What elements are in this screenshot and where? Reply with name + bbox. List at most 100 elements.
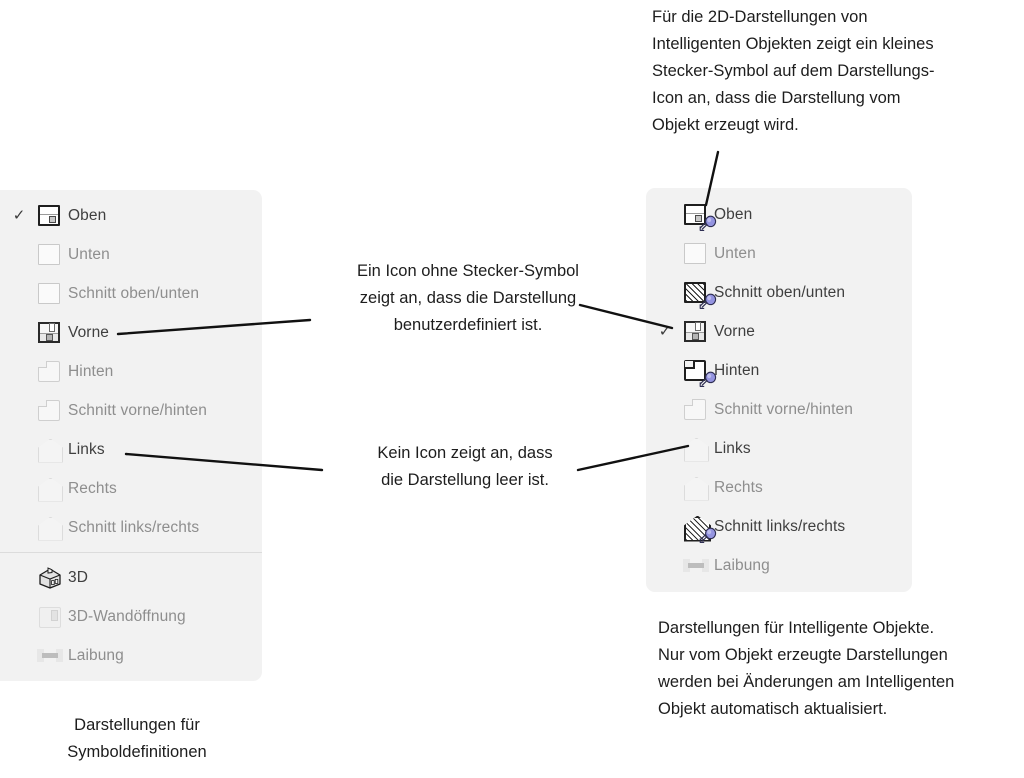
menu-item-rechts[interactable]: ✓Rechts bbox=[0, 469, 262, 508]
menu-item-icon bbox=[32, 602, 68, 632]
representations-menu-symbol-definitions[interactable]: ✓ Oben ✓Unten✓Schnitt oben/unten✓Vorne✓Hin… bbox=[0, 190, 262, 681]
annotation-bottom-left: Darstellungen für Symboldefinitionen bbox=[67, 716, 207, 761]
section-top-bottom-icon bbox=[681, 280, 717, 309]
menu-item-icon bbox=[678, 200, 717, 231]
menu-item-rechts[interactable]: ✓Rechts bbox=[646, 468, 912, 507]
menu-item-icon bbox=[32, 279, 68, 309]
menu-item-icon bbox=[678, 473, 714, 503]
menu-item-icon bbox=[32, 240, 68, 270]
elevation-front-icon bbox=[35, 320, 65, 346]
menu-item-label: Laibung bbox=[68, 646, 124, 664]
menu-item-schnitt-oben-unten[interactable]: ✓Schnitt oben/unten bbox=[646, 273, 912, 312]
menu-item-hinten[interactable]: ✓Hinten bbox=[0, 352, 262, 391]
menu-item-oben[interactable]: ✓ Oben bbox=[0, 196, 262, 235]
representations-menu-smart-objects[interactable]: ✓Oben✓Unten✓Schnitt oben/unten ✓ Vorne ✓Hin… bbox=[646, 188, 912, 592]
menu-item-label: Hinten bbox=[68, 362, 114, 380]
menu-item-schnitt-vorne-hinten[interactable]: ✓Schnitt vorne/hinten bbox=[646, 390, 912, 429]
annotation-middle-lower: Kein Icon zeigt an, dass die Darstellung… bbox=[377, 444, 553, 489]
plug-icon bbox=[699, 293, 717, 309]
menu-item-schnitt-vorne-hinten[interactable]: ✓Schnitt vorne/hinten bbox=[0, 391, 262, 430]
elevation-back-icon bbox=[35, 359, 65, 385]
menu-item-label: Vorne bbox=[714, 322, 756, 340]
menu-item-unten[interactable]: ✓Unten bbox=[646, 234, 912, 273]
menu-item-icon bbox=[32, 201, 68, 231]
menu-item-label: Unten bbox=[714, 244, 756, 262]
elevation-right-icon bbox=[35, 476, 65, 502]
wall-opening-3d-icon bbox=[35, 604, 65, 630]
checkmark-icon: ✓ bbox=[658, 323, 672, 340]
menu-item-laibung[interactable]: ✓Laibung bbox=[0, 636, 262, 675]
menu-item-unten[interactable]: ✓Unten bbox=[0, 235, 262, 274]
menu-item-icon bbox=[678, 356, 717, 387]
reveal-icon bbox=[681, 553, 711, 579]
reveal-icon bbox=[35, 643, 65, 669]
section-left-right-icon bbox=[35, 515, 65, 541]
elevation-left-icon bbox=[35, 437, 65, 463]
menu-item-icon bbox=[678, 317, 714, 347]
menu-item-label: Rechts bbox=[68, 479, 117, 497]
menu-item-label: Schnitt vorne/hinten bbox=[68, 401, 208, 419]
menu-item-schnitt-links-rechts[interactable]: ✓Schnitt links/rechts bbox=[646, 507, 912, 546]
menu-item-hinten[interactable]: ✓Hinten bbox=[646, 351, 912, 390]
menu-item-icon bbox=[678, 512, 717, 543]
house-3d-icon bbox=[35, 565, 65, 591]
annotation-bottom-right: Darstellungen für Intelligente Objekte. … bbox=[658, 619, 955, 718]
checkmark-icon: ✓ bbox=[12, 207, 26, 224]
menu-item-label: Schnitt vorne/hinten bbox=[714, 400, 854, 418]
menu-item-icon bbox=[32, 318, 68, 348]
menu-item-label: Links bbox=[714, 439, 751, 457]
menu-separator bbox=[0, 552, 262, 553]
plug-icon bbox=[699, 215, 717, 231]
elevation-back-icon bbox=[681, 358, 717, 387]
menu-item-icon bbox=[32, 641, 68, 671]
plan-top-icon bbox=[35, 203, 65, 229]
section-front-back-icon bbox=[35, 398, 65, 424]
menu-item-links[interactable]: ✓Links bbox=[0, 430, 262, 469]
menu-item-icon bbox=[32, 563, 68, 593]
menu-item-icon bbox=[678, 239, 714, 269]
menu-item-schnitt-links-rechts[interactable]: ✓Schnitt links/rechts bbox=[0, 508, 262, 547]
menu-item-label: Laibung bbox=[714, 556, 770, 574]
section-left-right-icon bbox=[681, 514, 717, 543]
menu-item-3d[interactable]: ✓3D bbox=[0, 558, 262, 597]
menu-item-label: 3D-Wandöffnung bbox=[68, 607, 186, 625]
plan-bottom-icon bbox=[681, 241, 711, 267]
plug-icon bbox=[699, 527, 717, 543]
plan-bottom-icon bbox=[35, 242, 65, 268]
menu-item-label: Schnitt links/rechts bbox=[68, 518, 200, 536]
elevation-right-icon bbox=[681, 475, 711, 501]
menu-item-label: Unten bbox=[68, 245, 110, 263]
plan-top-icon bbox=[681, 202, 717, 231]
menu-item-label: Vorne bbox=[68, 323, 110, 341]
menu-item-icon bbox=[32, 396, 68, 426]
menu-item-label: Rechts bbox=[714, 478, 763, 496]
menu-item-links[interactable]: ✓Links bbox=[646, 429, 912, 468]
menu-item-icon bbox=[32, 435, 68, 465]
menu-item-label: Oben bbox=[68, 206, 107, 224]
menu-item-icon bbox=[32, 357, 68, 387]
menu-item-icon bbox=[32, 474, 68, 504]
section-front-back-icon bbox=[681, 397, 711, 423]
section-top-bottom-icon bbox=[35, 281, 65, 307]
menu-item-label: Hinten bbox=[714, 361, 760, 379]
annotation-top-right: Für die 2D-Darstellungen von Intelligent… bbox=[652, 8, 935, 134]
plug-icon bbox=[699, 371, 717, 387]
menu-item-vorne[interactable]: ✓Vorne bbox=[0, 313, 262, 352]
elevation-front-icon bbox=[681, 319, 711, 345]
menu-item-label: Schnitt links/rechts bbox=[714, 517, 846, 535]
menu-item-icon bbox=[678, 278, 717, 309]
menu-item-oben[interactable]: ✓Oben bbox=[646, 195, 912, 234]
menu-item-label: Schnitt oben/unten bbox=[714, 283, 846, 301]
menu-item-icon bbox=[678, 551, 714, 581]
menu-item-icon bbox=[678, 434, 714, 464]
menu-item-schnitt-oben-unten[interactable]: ✓Schnitt oben/unten bbox=[0, 274, 262, 313]
menu-item-label: Links bbox=[68, 440, 105, 458]
menu-item-vorne[interactable]: ✓ Vorne bbox=[646, 312, 912, 351]
menu-item-label: 3D bbox=[68, 568, 89, 586]
menu-item-3d-wandoeffnung[interactable]: ✓3D-Wandöffnung bbox=[0, 597, 262, 636]
menu-item-icon bbox=[32, 513, 68, 543]
menu-item-laibung[interactable]: ✓Laibung bbox=[646, 546, 912, 585]
menu-item-label: Oben bbox=[714, 205, 753, 223]
menu-item-icon bbox=[678, 395, 714, 425]
